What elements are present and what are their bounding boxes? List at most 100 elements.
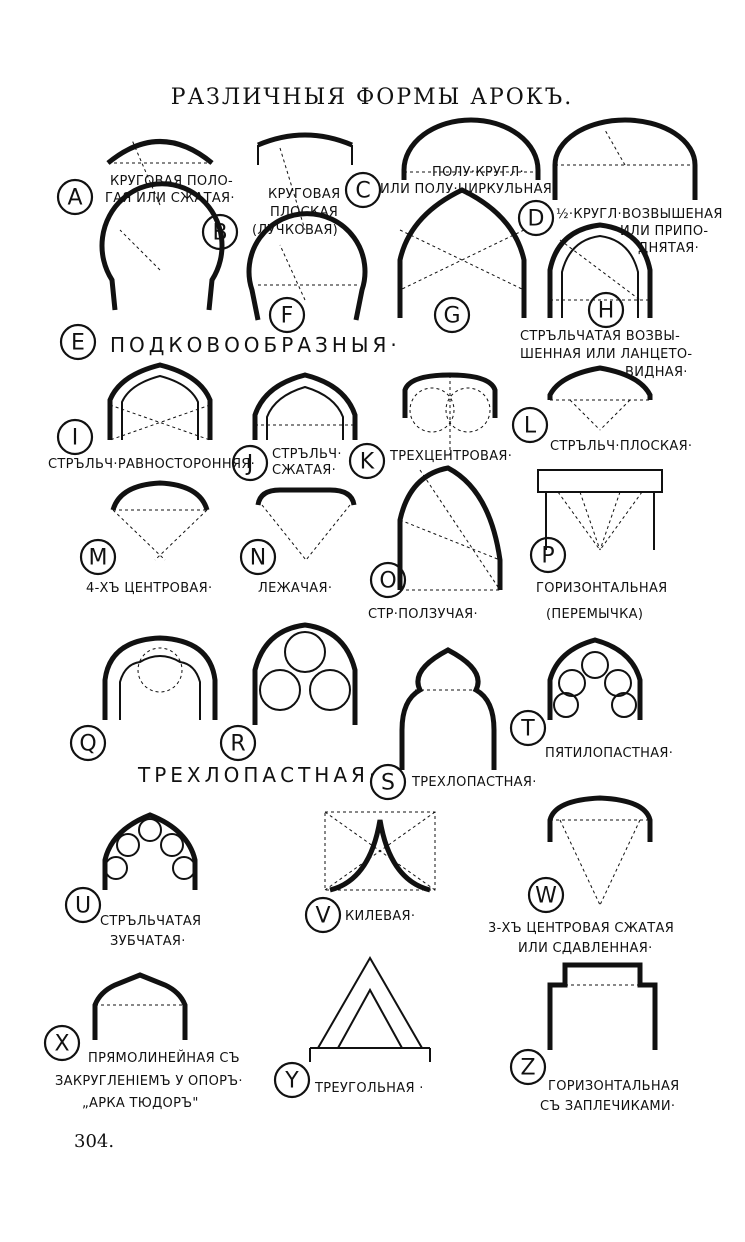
caption-d-1: ½·КРУГЛ·ВОЗВЫШЕНАЯ (556, 207, 723, 222)
badge-a: A (56, 178, 94, 216)
svg-text:K: K (360, 450, 375, 475)
caption-w-1: 3-ХЪ ЦЕНТРОВАЯ СЖАТАЯ (488, 921, 674, 936)
svg-text:R: R (230, 732, 245, 757)
arch-drawing-l (547, 365, 653, 431)
caption-a-2: ГАЯ ИЛИ СЖАТАЯ· (105, 191, 235, 206)
caption-u-2: ЗУБЧАТАЯ· (110, 934, 186, 949)
svg-text:H: H (598, 299, 615, 324)
badge-v: V (304, 896, 342, 934)
arch-drawing-m (110, 480, 210, 561)
svg-text:Y: Y (284, 1069, 299, 1094)
svg-text:X: X (54, 1032, 69, 1057)
caption-h-2: ШЕННАЯ ИЛИ ЛАНЦЕТО- (520, 347, 692, 362)
badge-o: O (369, 561, 407, 599)
badge-e: E (59, 323, 97, 361)
caption-y-1: ТРЕУГОЛЬНАЯ · (314, 1081, 424, 1096)
svg-text:F: F (281, 304, 294, 329)
arch-drawing-r (252, 622, 358, 725)
badge-y: Y (273, 1061, 311, 1099)
svg-text:W: W (535, 884, 557, 909)
svg-text:E: E (71, 331, 85, 356)
svg-text:L: L (524, 414, 537, 439)
badge-i: I (56, 418, 94, 456)
arch-drawing-y (309, 956, 431, 1062)
caption-t-1: ПЯТИЛОПАСТНАЯ· (545, 746, 673, 761)
caption-p-1: ГОРИЗОНТАЛЬНАЯ (536, 581, 668, 596)
badge-l: L (511, 406, 549, 444)
svg-text:T: T (520, 717, 535, 742)
arch-drawing-v (324, 811, 436, 893)
caption-c-2: ИЛИ ПОЛУ·ЦИРКУЛЬНАЯ· (380, 182, 557, 197)
caption-b-2: ПЛОСКАЯ (270, 205, 338, 220)
caption-d-2: ИЛИ ПРИПО- (620, 224, 708, 239)
arch-drawing-g (397, 187, 527, 318)
caption-b-3: (ЛУЧКОВАЯ) (252, 223, 338, 238)
caption-b-1: КРУГОВАЯ (268, 187, 340, 202)
svg-text:M: M (89, 546, 108, 571)
caption-k-1: ТРЕХЦЕНТРОВАЯ· (389, 449, 512, 464)
caption-p-2: (ПЕРЕМЫЧКА) (546, 607, 643, 622)
caption-j-1: СТРЪЛЬЧ· (272, 447, 342, 462)
caption-x-2: ЗАКРУГЛЕНІЕМЪ У ОПОРЪ· (55, 1074, 243, 1089)
badge-j: J (231, 444, 269, 482)
caption-c-1: ПОЛУ·КРУГЛ· (432, 165, 524, 180)
badge-z: Z (509, 1048, 547, 1086)
svg-text:D: D (528, 207, 545, 232)
caption-v-1: КИЛЕВАЯ· (345, 909, 415, 924)
arch-drawing-q (102, 635, 218, 720)
badge-x: X (43, 1024, 81, 1062)
arch-drawing-d (552, 117, 698, 200)
arch-drawing-e (99, 181, 225, 311)
page-number: 304. (74, 1131, 114, 1152)
caption-h-3: ВИДНАЯ· (625, 365, 688, 380)
svg-text:Z: Z (520, 1056, 535, 1081)
badge-c: C (344, 171, 382, 209)
svg-text:S: S (381, 771, 395, 796)
caption-a-1: КРУГОВАЯ ПОЛО- (110, 174, 233, 189)
caption-x-3: „АРКА ТЮДОРЪ" (82, 1096, 199, 1111)
caption-s-1: ТРЕХЛОПАСТНАЯ· (411, 775, 537, 790)
svg-text:J: J (245, 452, 254, 477)
caption-n-1: ЛЕЖАЧАЯ· (258, 581, 332, 596)
svg-text:V: V (315, 904, 330, 929)
page-title: РАЗЛИЧНЫЯ ФОРМЫ АРОКЪ. (171, 85, 574, 110)
svg-text:P: P (541, 544, 554, 569)
arch-drawing-k (402, 372, 498, 455)
caption-o-1: СТР·ПОЛЗУЧАЯ· (368, 607, 478, 622)
caption-w-2: ИЛИ СДАВЛЕННАЯ· (518, 941, 653, 956)
badge-m: M (79, 538, 117, 576)
badge-k: K (348, 442, 386, 480)
caption-j-2: СЖАТАЯ· (272, 463, 336, 478)
svg-text:B: B (212, 221, 227, 246)
group-label-horseshoe: ПОДКОВООБРАЗНЫЯ· (110, 333, 401, 357)
badge-g: G (433, 296, 471, 334)
arch-drawing-o (397, 465, 503, 591)
arch-drawing-p (537, 469, 663, 551)
arch-drawing-j (252, 372, 358, 440)
arch-drawing-z (547, 962, 658, 1050)
caption-x-1: ПРЯМОЛИНЕЙНАЯ СЪ (88, 1050, 240, 1066)
svg-text:C: C (355, 179, 370, 204)
caption-h-1: СТРЪЛЬЧАТАЯ ВОЗВЫ- (520, 329, 680, 344)
arch-drawing-b (257, 132, 353, 231)
svg-text:A: A (67, 186, 82, 211)
badge-h: H (587, 291, 625, 329)
badge-t: T (509, 709, 547, 747)
group-label-trefoil: ТРЕХЛОПАСТНАЯ· (137, 763, 379, 787)
arch-drawing-c (401, 117, 541, 180)
svg-text:Q: Q (79, 732, 96, 757)
arch-drawing-x (92, 972, 188, 1040)
caption-i-1: СТРЪЛЬЧ·РАВНОСТОРОННЯЯ· (48, 457, 255, 472)
badge-f: F (268, 296, 306, 334)
badge-r: R (219, 724, 257, 762)
svg-text:O: O (379, 569, 396, 594)
badge-d: D (517, 199, 555, 237)
badge-w: W (527, 876, 565, 914)
caption-u-1: СТРЪЛЬЧАТАЯ (100, 914, 201, 929)
badge-p: P (529, 536, 567, 574)
arch-drawing-a (106, 139, 214, 206)
arch-drawing-n (255, 487, 357, 561)
svg-text:U: U (75, 894, 91, 919)
badge-b: B (201, 213, 239, 251)
